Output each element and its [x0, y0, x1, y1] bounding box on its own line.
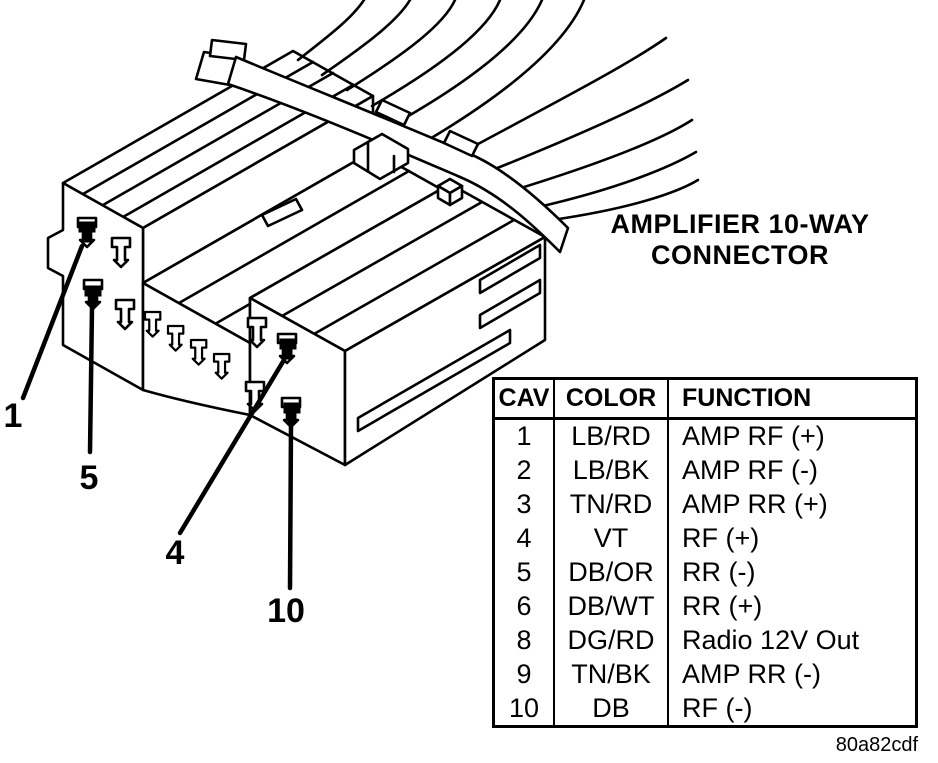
callout-leaders [20, 243, 294, 591]
cell-color: DB [553, 691, 669, 726]
callout-leader-1 [20, 243, 85, 401]
cell-cav: 3 [516, 489, 532, 520]
cell-color: DB/OR [553, 555, 669, 590]
cell-cav: 2 [516, 455, 532, 486]
table-row: 8 DG/RD Radio 12V Out [495, 623, 915, 658]
cell-function: AMP RR (+) [682, 489, 828, 520]
pinout-table: CAV COLOR FUNCTION 1 LB/RD AMP RF (+) 2 LB/B… [492, 377, 918, 728]
strap-hole-2 [442, 129, 480, 158]
table-header-row: CAV COLOR FUNCTION [495, 380, 915, 420]
cell-cav: 4 [516, 523, 532, 554]
figure-code: 80a82cdf [835, 734, 918, 756]
cell-color: DB/WT [553, 589, 669, 624]
callout-label-4: 4 [166, 534, 185, 572]
retainer-strap [194, 38, 570, 254]
cell-cav: 8 [516, 624, 532, 655]
callout-label-10: 10 [267, 592, 305, 630]
strap-hole-1 [374, 98, 412, 127]
cell-cav: 1 [516, 421, 532, 452]
figure-title-line2: CONNECTOR [650, 240, 829, 270]
callout-labels: 1 5 4 10 [4, 397, 305, 630]
cell-cav: 9 [516, 658, 532, 689]
cell-color: LB/RD [553, 420, 669, 454]
table-row: 10 DB RF (-) [495, 691, 915, 726]
wire-bundle [296, 0, 700, 222]
pinout-table-body: 1 LB/RD AMP RF (+) 2 LB/BK AMP RF (-) 3 TN/RD AM… [495, 420, 915, 726]
cell-color: TN/RD [553, 487, 669, 522]
callout-label-1: 1 [4, 397, 23, 435]
table-row: 5 DB/OR RR (-) [495, 555, 915, 590]
cell-cav: 6 [516, 590, 532, 621]
callout-label-5: 5 [80, 459, 99, 497]
cell-function: RR (+) [682, 590, 763, 621]
figure-title-line1: AMPLIFIER 10-WAY [610, 209, 870, 239]
callout-leader-4 [177, 357, 287, 536]
cell-function: Radio 12V Out [682, 624, 860, 655]
cell-function: RR (-) [682, 557, 756, 587]
cell-color: LB/BK [553, 453, 669, 488]
cell-color: DG/RD [553, 623, 669, 658]
cell-cav: 10 [508, 692, 540, 723]
cell-color: TN/BK [553, 657, 669, 692]
cell-function: RF (-) [682, 692, 753, 723]
cell-cav: 5 [516, 557, 532, 587]
table-row: 9 TN/BK AMP RR (-) [495, 657, 915, 692]
header-function: FUNCTION [682, 384, 812, 412]
table-row: 4 VT RF (+) [495, 521, 915, 556]
table-row: 3 TN/RD AMP RR (+) [495, 487, 915, 522]
callout-leader-5 [87, 305, 95, 455]
header-color: COLOR [553, 380, 669, 417]
callout-leader-10 [287, 422, 294, 591]
cell-function: AMP RF (-) [682, 455, 818, 486]
cell-color: VT [553, 521, 669, 556]
cell-function: AMP RR (-) [682, 658, 821, 689]
table-row: 6 DB/WT RR (+) [495, 589, 915, 624]
connector-body [46, 49, 547, 467]
table-row: 2 LB/BK AMP RF (-) [495, 453, 915, 488]
figure-title: AMPLIFIER 10-WAY CONNECTOR [565, 209, 915, 271]
header-cav: CAV [498, 384, 550, 412]
cell-function: AMP RF (+) [682, 421, 825, 452]
cell-function: RF (+) [682, 523, 760, 554]
table-row: 1 LB/RD AMP RF (+) [495, 420, 915, 454]
